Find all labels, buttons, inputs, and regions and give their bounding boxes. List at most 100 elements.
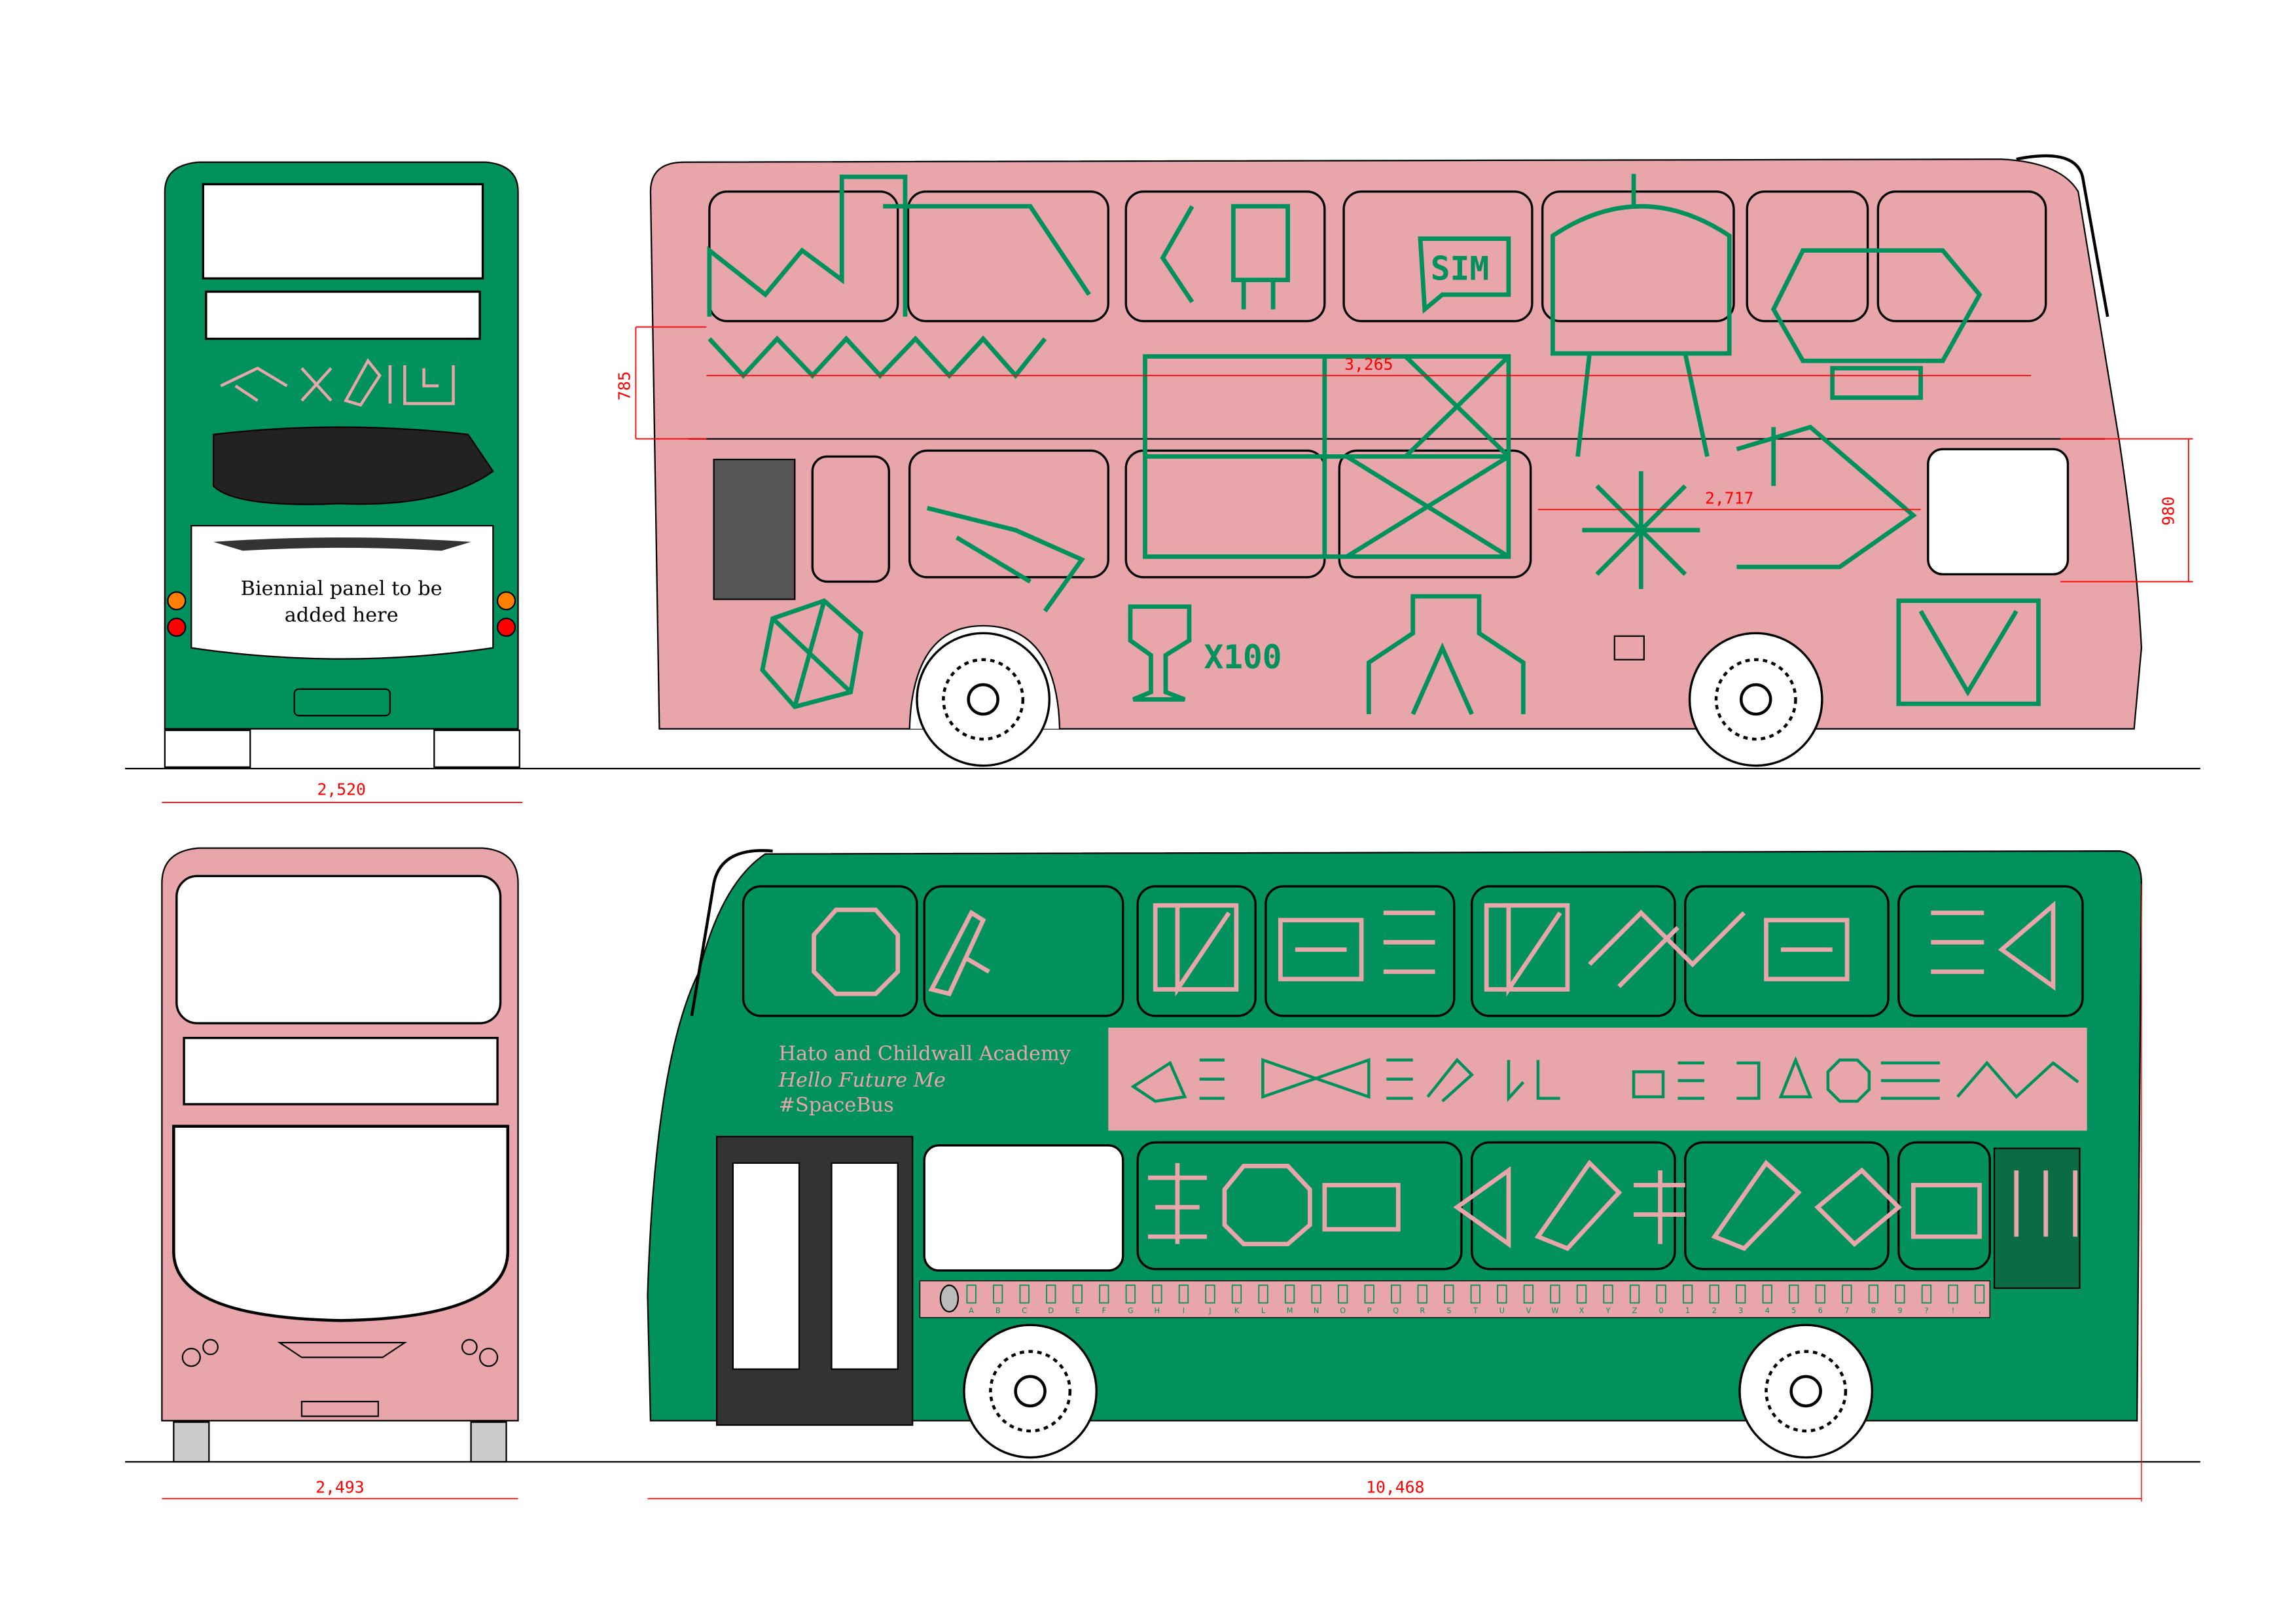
upper-window (1876, 190, 2047, 323)
pink-glyphs-upper (812, 900, 2056, 997)
side-view-green: Hato and Childwall Academy Hello Future … (647, 849, 2143, 1459)
bug-glyph (1910, 1183, 1982, 1239)
upper-window (906, 190, 1109, 323)
upper-window (923, 885, 1124, 1017)
alphabet-label: ! (1952, 1307, 1955, 1315)
grid-glyph (1143, 354, 1511, 559)
alphabet-glyph (993, 1284, 1003, 1304)
alphabet-glyph (1868, 1284, 1879, 1304)
lower-window (1338, 449, 1532, 579)
right-headlight-2 (461, 1339, 478, 1356)
pink-glyphs-lower (1148, 1159, 2078, 1252)
door-panel-right (831, 1162, 899, 1370)
alphabet-label: G (1128, 1307, 1134, 1315)
upper-window (1124, 190, 1326, 323)
alphabet-label: 7 (1844, 1307, 1849, 1315)
lower-window (811, 455, 890, 583)
alphabet-label: L (1261, 1307, 1266, 1315)
alphabet-glyph (1444, 1284, 1454, 1304)
handrail (2016, 154, 2109, 317)
alphabet-label: N (1314, 1307, 1319, 1315)
alphabet-glyph (1709, 1284, 1719, 1304)
lines-glyph (1880, 1061, 1940, 1100)
upper-windows-green (742, 885, 2084, 1017)
alphabet-glyph (1550, 1284, 1560, 1304)
front-grille-badge (277, 1342, 408, 1358)
alphabet-glyph (1789, 1284, 1799, 1304)
alphabet-label: 8 (1871, 1307, 1876, 1315)
lower-white-window (923, 1144, 1124, 1272)
alphabet-glyph (1019, 1284, 1030, 1304)
rear-wheel-hub (1765, 1350, 1848, 1433)
front-windscreen (172, 1125, 510, 1322)
alphabet-glyph (1311, 1284, 1321, 1304)
s-glyph (1160, 205, 1194, 304)
alphabet-label: M (1287, 1307, 1293, 1315)
bird-glyph (1814, 1167, 1902, 1248)
upper-window (742, 885, 918, 1017)
bug-glyph (1632, 1061, 1705, 1100)
rear-engine-grille (212, 426, 494, 505)
alphabet-glyph (1629, 1284, 1640, 1304)
alphabet-glyph (1762, 1284, 1772, 1304)
totem-glyph (1128, 604, 1192, 702)
hooks-glyph (1507, 1060, 1560, 1102)
door-panel-left (732, 1162, 800, 1370)
alphabet-label: 0 (1659, 1307, 1664, 1315)
dim-10468: 10,468 (647, 883, 2142, 1502)
alphabet-label: V (1526, 1307, 1532, 1315)
leaf-glyph (1711, 1159, 1802, 1252)
star-glyph (1582, 471, 1700, 589)
castle-glyph (1366, 594, 1526, 715)
alphabet-glyph (1895, 1284, 1905, 1304)
upper-window (1746, 190, 1869, 323)
alphabet-label: 5 (1791, 1307, 1796, 1315)
livery-slogan: Hello Future Me (778, 1069, 946, 1092)
leaf-glyph (1534, 1159, 1623, 1252)
lower-windows (811, 449, 1532, 583)
alphabet-glyph (966, 1284, 977, 1304)
alphabet-glyph (1736, 1284, 1746, 1304)
cross-glyph (300, 367, 332, 402)
left-headlight (181, 1348, 201, 1367)
alphabet-label: . (1979, 1307, 1981, 1315)
livery-hashtag: #SpaceBus (779, 1094, 894, 1117)
bars-glyph (2014, 1170, 2078, 1237)
alphabet-label: P (1367, 1307, 1372, 1315)
front-number-plate (300, 1400, 380, 1417)
alphabet-label: Z (1632, 1307, 1638, 1315)
dim-2717-label: 2,717 (1705, 488, 1753, 507)
alphabet-label: R (1420, 1307, 1425, 1315)
upper-window (1136, 885, 1257, 1017)
alphabet-glyph (1178, 1284, 1189, 1304)
front-wheel-hub (1714, 658, 1797, 741)
alphabet-label: T (1473, 1307, 1478, 1315)
pink-band (1108, 1027, 2087, 1131)
lines-glyph (1931, 911, 1984, 974)
alphabet-glyph (1046, 1284, 1056, 1304)
alphabet-glyph (1842, 1284, 1852, 1304)
alphabet-label: K (1234, 1307, 1240, 1315)
sign-glyph-text: SIM (1431, 250, 1489, 288)
lower-window (908, 449, 1109, 579)
lower-window (1684, 1141, 1890, 1271)
rear-view-green: Biennial panel to be added here (164, 161, 520, 768)
alphabet-label: 1 (1685, 1307, 1690, 1315)
rear-upper-window-2 (205, 290, 481, 340)
front-wheel-center (1014, 1375, 1047, 1408)
rear-badge (213, 537, 471, 551)
alphabet-glyph (1921, 1284, 1932, 1304)
octagon-glyph (1770, 248, 1982, 400)
left-indicator-light (167, 591, 187, 611)
mirror (939, 1284, 960, 1313)
left-brake-light (167, 617, 187, 637)
right-brake-light (496, 617, 516, 637)
handrail-bottom (690, 849, 773, 1017)
dim-2493-label: 2,493 (315, 1478, 364, 1497)
rear-wheel-center (967, 683, 999, 716)
alphabet-label: U (1499, 1307, 1505, 1315)
dim-980-label: 980 (2159, 496, 2178, 526)
robot-glyph (1231, 204, 1291, 310)
fish-glyph (1736, 424, 1917, 569)
